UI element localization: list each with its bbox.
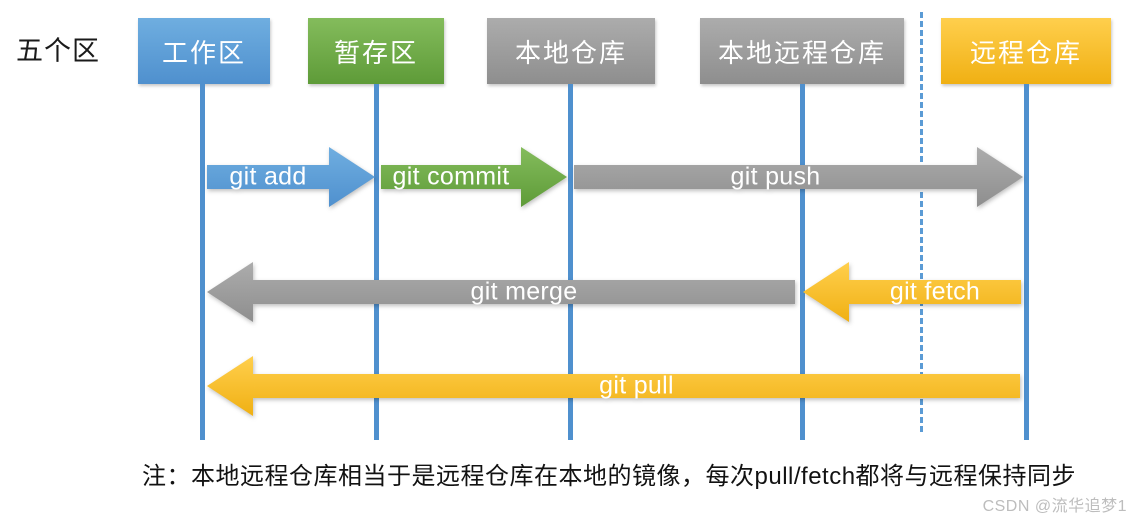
- zone-label: 本地远程仓库: [717, 37, 886, 68]
- arrow-shape-icon: [207, 356, 1020, 416]
- zone-label: 暂存区: [333, 37, 418, 68]
- zone-box-2[interactable]: 本地仓库: [487, 18, 655, 84]
- arrow-shape-icon: [574, 147, 1023, 207]
- zone-label: 本地仓库: [514, 37, 627, 68]
- zone-box-1[interactable]: 暂存区: [308, 18, 444, 84]
- arrow-git-merge[interactable]: git merge: [207, 262, 795, 322]
- zone-label: 远程仓库: [969, 37, 1082, 68]
- arrow-git-commit[interactable]: git commit: [381, 147, 567, 207]
- lifeline-4: [1024, 84, 1029, 440]
- arrow-shape-icon: [381, 147, 567, 207]
- arrow-git-pull[interactable]: git pull: [207, 356, 1020, 416]
- arrow-git-fetch[interactable]: git fetch: [803, 262, 1021, 322]
- side-label-five-areas: 五个区: [16, 36, 100, 66]
- lifeline-1: [374, 84, 379, 440]
- zone-box-3[interactable]: 本地远程仓库: [700, 18, 904, 84]
- zone-box-0[interactable]: 工作区: [138, 18, 270, 84]
- lifeline-3: [800, 84, 805, 440]
- arrow-shape-icon: [207, 262, 795, 322]
- csdn-watermark: CSDN @流华追梦1: [982, 498, 1127, 515]
- boundary-dashed-line: [920, 12, 923, 432]
- arrow-shape-icon: [207, 147, 375, 207]
- arrow-shape-icon: [803, 262, 1021, 322]
- lifeline-2: [568, 84, 573, 440]
- arrow-git-push[interactable]: git push: [574, 147, 1023, 207]
- diagram-caption: 注：本地远程仓库相当于是远程仓库在本地的镜像，每次pull/fetch都将与远程…: [142, 463, 1077, 490]
- zone-box-4[interactable]: 远程仓库: [941, 18, 1111, 84]
- zone-label: 工作区: [161, 37, 246, 68]
- lifeline-0: [200, 84, 205, 440]
- arrow-git-add[interactable]: git add: [207, 147, 375, 207]
